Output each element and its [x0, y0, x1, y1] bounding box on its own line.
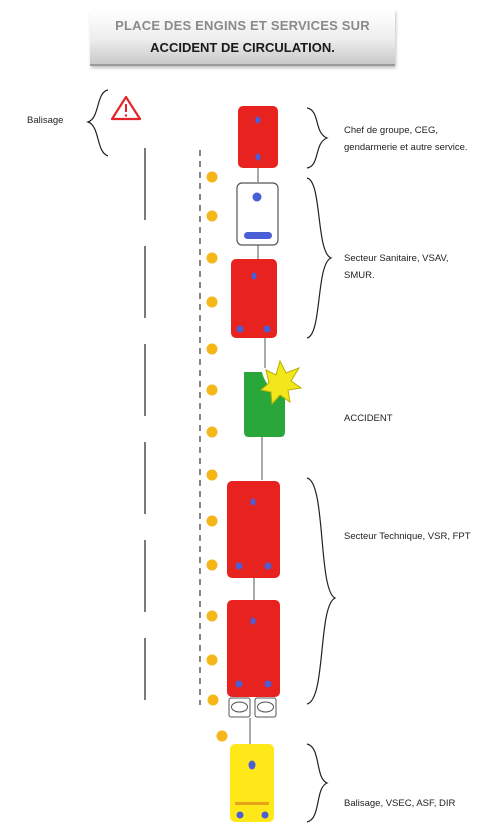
wheel-marker — [237, 812, 244, 819]
cone-icon — [207, 297, 218, 308]
wheel-marker — [255, 117, 260, 124]
beacon-marker — [253, 193, 262, 202]
warning-triangle-icon — [112, 97, 140, 119]
wheel-marker — [249, 761, 256, 770]
cone-icon — [207, 172, 218, 183]
cone-icon — [207, 427, 218, 438]
brace-icon — [307, 744, 327, 822]
cone-icon — [207, 560, 218, 571]
cone-icon — [207, 344, 218, 355]
cone-row — [207, 172, 228, 742]
brace-icon — [307, 178, 331, 338]
brace-icon — [307, 108, 327, 168]
rear-bar-marker — [244, 232, 272, 239]
cone-icon — [207, 470, 218, 481]
cone-icon — [208, 695, 219, 706]
wheel-marker — [250, 618, 255, 625]
wheel-marker — [262, 812, 269, 819]
wheel-marker — [250, 499, 255, 506]
wheel-marker — [265, 681, 272, 688]
cone-icon — [217, 731, 228, 742]
wheel-marker — [236, 563, 243, 570]
vehicle-balisage — [230, 744, 274, 822]
vehicle-fpt — [227, 481, 280, 578]
wheel-marker — [264, 326, 271, 333]
cone-icon — [207, 385, 218, 396]
wheel-marker — [236, 681, 243, 688]
rear-bar-marker — [235, 802, 269, 805]
wheel-marker — [265, 563, 272, 570]
wheel-marker — [251, 273, 256, 280]
wheel-marker — [237, 326, 244, 333]
wheel-marker — [255, 154, 260, 161]
brace-icon — [88, 90, 108, 156]
cone-icon — [207, 211, 218, 222]
brace-icon — [307, 478, 335, 704]
vehicle-vsr — [227, 600, 280, 717]
vehicle-ambulance — [237, 183, 278, 245]
vehicle-accident — [244, 361, 301, 437]
vehicle-smur — [231, 259, 277, 338]
cone-icon — [207, 516, 218, 527]
vehicle-chef — [238, 106, 278, 168]
equipment-icon — [229, 698, 276, 717]
cone-icon — [207, 611, 218, 622]
cone-icon — [207, 655, 218, 666]
cone-icon — [207, 253, 218, 264]
warning-dot — [125, 114, 127, 116]
